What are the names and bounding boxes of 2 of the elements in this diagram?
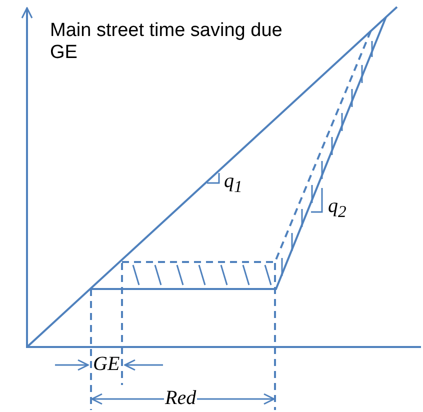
annotation-text: Main street time saving due GE	[50, 20, 284, 64]
dimension-label: GE	[92, 353, 121, 376]
